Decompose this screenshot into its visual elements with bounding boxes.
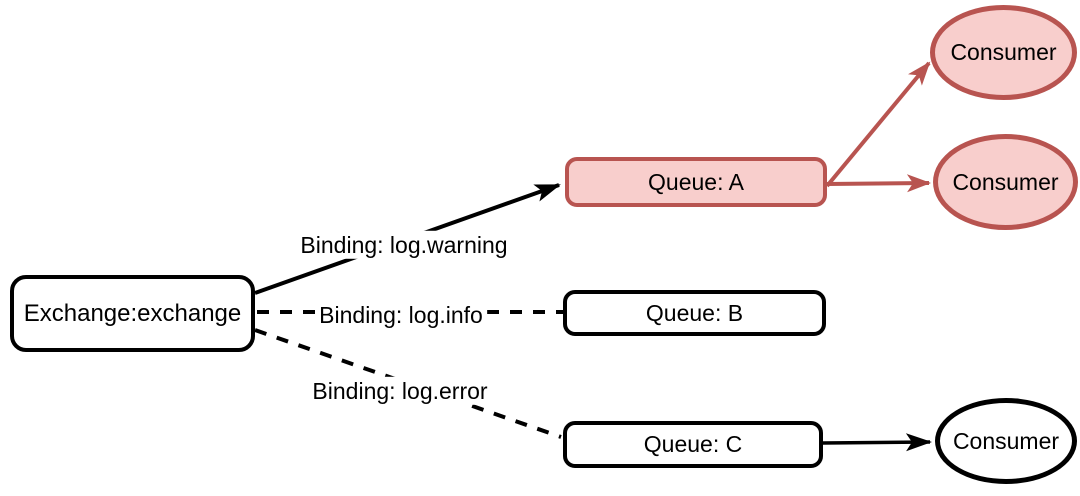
node-consumer-3-label: Consumer [952, 427, 1060, 454]
edge-queue-a-consumer-2 [826, 174, 931, 193]
edge-label-binding-log-info: Binding: log.info [315, 300, 487, 330]
node-consumer-3: Consumer [935, 398, 1077, 484]
edge-queue-a-consumer-1 [825, 61, 931, 188]
node-queue-a-label: Queue: A [648, 168, 744, 195]
node-queue-b-label: Queue: B [645, 299, 744, 326]
node-queue-c-label: Queue: C [643, 431, 743, 457]
node-queue-a: Queue: A [565, 157, 827, 207]
node-queue-b: Queue: B [563, 290, 826, 336]
edge-label-binding-log-warning: Binding: log.warning [296, 230, 512, 260]
node-consumer-1-label: Consumer [950, 39, 1057, 65]
edge-queue-c-consumer-3 [822, 433, 932, 452]
node-consumer-2-label: Consumer [952, 168, 1059, 195]
node-queue-c: Queue: C [563, 421, 823, 468]
node-exchange: Exchange:exchange [10, 275, 255, 352]
node-consumer-1: Consumer [930, 5, 1077, 100]
edge-label-binding-log-error: Binding: log.error [308, 376, 492, 406]
node-consumer-2: Consumer [933, 134, 1078, 230]
node-exchange-label: Exchange:exchange [23, 299, 242, 327]
